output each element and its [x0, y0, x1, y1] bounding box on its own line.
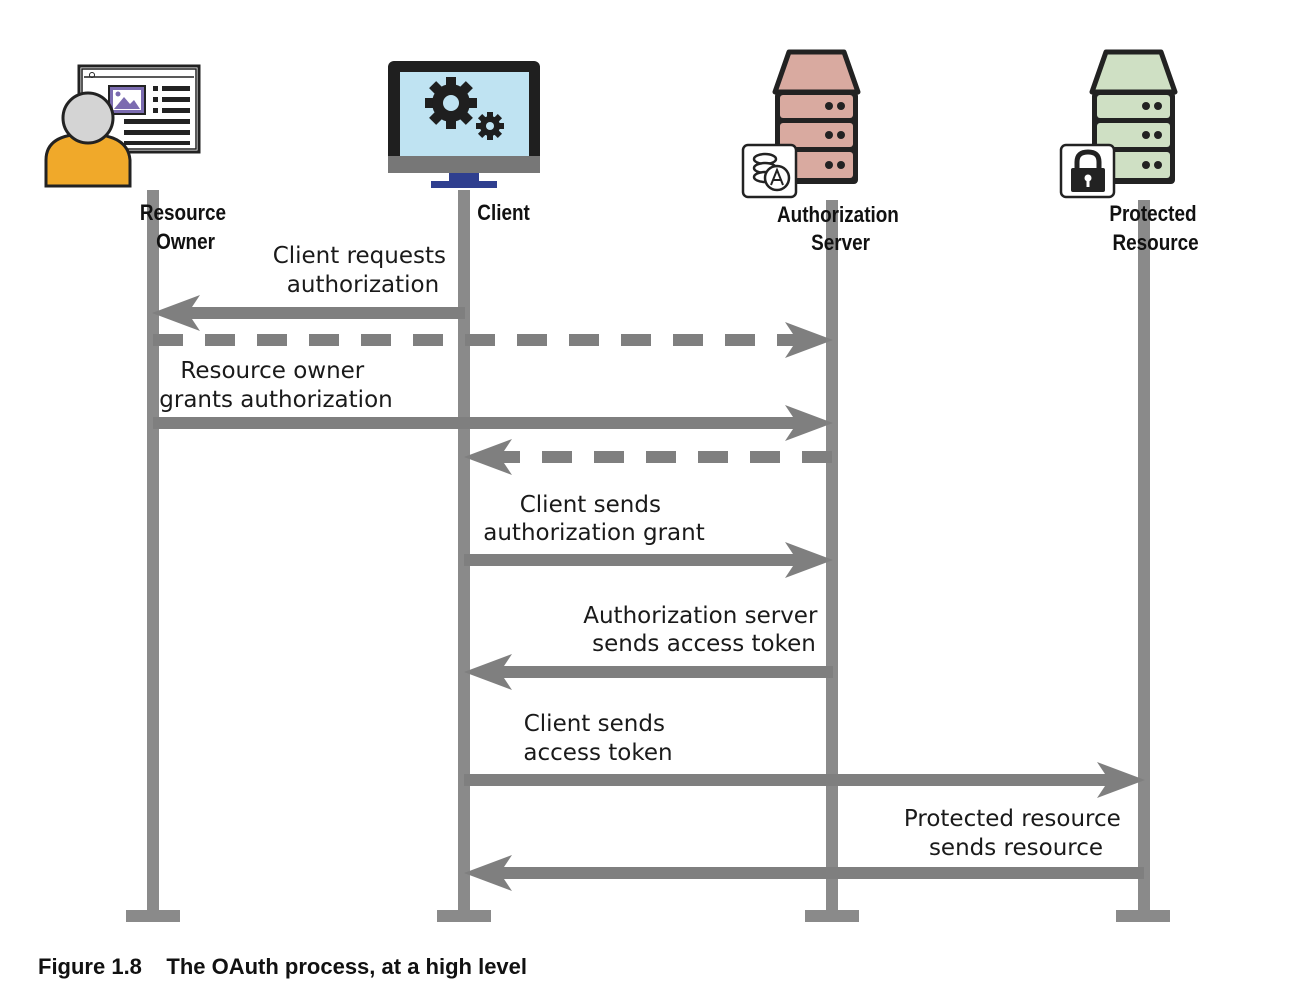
message-label: Authorization server sends access token: [583, 603, 824, 657]
lifeline-resource-owner: [147, 190, 159, 912]
actor-labels: Resource Owner Client Authorization Serv…: [140, 201, 1201, 256]
actor-label-resource-owner: Resource Owner: [140, 201, 231, 255]
actor-label-authorization-server: Authorization Server: [777, 203, 904, 256]
message-resource-owner-grants-authorization: Resource owner grants authorization: [153, 358, 833, 441]
message-protected-resource-sends-resource: Protected resource sends resource: [464, 806, 1144, 891]
server-with-token-badge-icon: [741, 49, 861, 199]
figure-caption: Figure 1.8 The OAuth process, at a high …: [38, 954, 527, 980]
message-dashed-redirect-to-auth-server: [153, 322, 833, 358]
message-label: Client requests authorization: [273, 243, 454, 298]
message-label: Resource owner grants authorization: [159, 358, 392, 413]
monitor-with-gears-icon: [388, 61, 540, 188]
actor-label-client: Client: [477, 201, 530, 226]
message-label: Client sends access token: [523, 711, 672, 766]
lifeline-foot-resource-owner: [126, 910, 180, 922]
message-dashed-redirect-to-client: [464, 439, 832, 475]
lifeline-foot-protected-resource: [1116, 910, 1170, 922]
lifeline-foot-client: [437, 910, 491, 922]
lifeline-authorization-server: [826, 200, 838, 912]
message-label: Client sends authorization grant: [483, 492, 704, 546]
lifeline-client: [458, 190, 470, 912]
person-with-browser-icon: [44, 64, 201, 188]
message-label: Protected resource sends resource: [904, 806, 1128, 861]
lifeline-protected-resource: [1138, 200, 1150, 912]
message-authorization-server-sends-access-token: Authorization server sends access token: [464, 603, 833, 690]
message-client-sends-authorization-grant: Client sends authorization grant: [464, 492, 833, 578]
lifeline-foot-authorization-server: [805, 910, 859, 922]
figure-title: The OAuth process, at a high level: [166, 954, 528, 979]
message-client-sends-access-token: Client sends access token: [464, 711, 1145, 798]
message-client-requests-authorization: Client requests authorization: [152, 243, 465, 331]
figure-number: Figure 1.8: [38, 954, 142, 979]
server-with-lock-icon: [1059, 49, 1178, 199]
messages: Client requests authorization Resource o…: [152, 243, 1145, 891]
lifelines: [126, 190, 1170, 922]
actor-label-protected-resource: Protected Resource: [1109, 202, 1201, 256]
